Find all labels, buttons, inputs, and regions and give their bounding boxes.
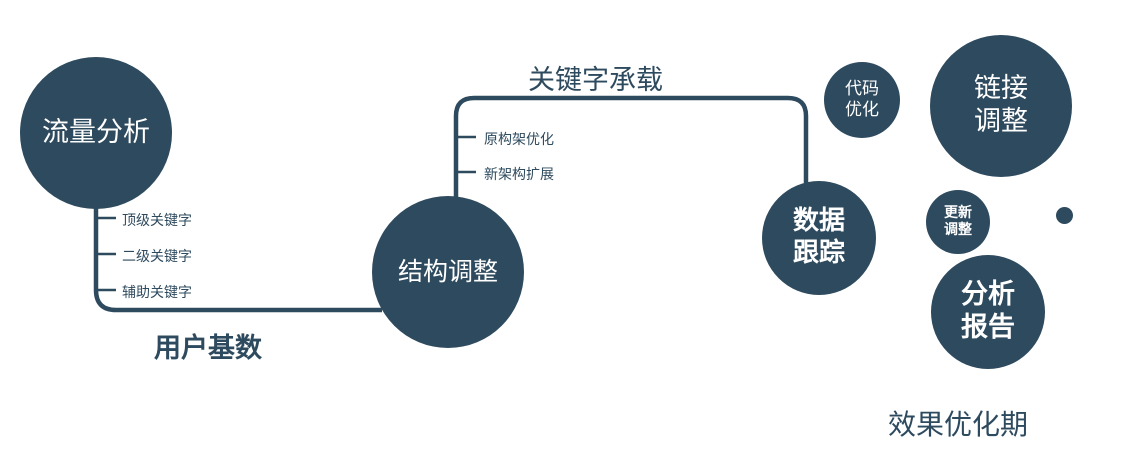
node-traffic-analysis: 流量分析 bbox=[20, 57, 172, 209]
node-structure-adjustment-label: 结构调整 bbox=[397, 256, 498, 286]
node-link-adjustment-line1: 链接 bbox=[974, 73, 1028, 105]
node-structure-adjustment: 结构调整 bbox=[372, 196, 524, 348]
branch-label-original-architecture: 原构架优化 bbox=[484, 132, 554, 148]
node-data-tracking-line1: 数据 bbox=[792, 206, 845, 237]
edge-label-keyword-bearing: 关键字承载 bbox=[528, 65, 663, 96]
node-analysis-report-line2: 报告 bbox=[961, 312, 1015, 343]
node-update-adjustment-line2: 调整 bbox=[944, 222, 972, 238]
node-analysis-report-line1: 分析 bbox=[961, 279, 1015, 311]
node-update-adjustment: 更新 调整 bbox=[926, 190, 990, 254]
branch-label-top-keywords: 顶级关键字 bbox=[122, 213, 192, 229]
node-analysis-report: 分析 报告 bbox=[931, 255, 1045, 369]
node-code-optimization-line1: 代码 bbox=[845, 79, 879, 100]
node-link-adjustment-line2: 调整 bbox=[974, 106, 1028, 137]
node-code-optimization-line2: 优化 bbox=[845, 100, 879, 120]
node-data-tracking-line2: 跟踪 bbox=[792, 238, 845, 268]
node-code-optimization: 代码 优化 bbox=[824, 62, 900, 138]
branch-label-auxiliary-keywords: 辅助关键字 bbox=[122, 285, 192, 301]
branch-label-second-keywords: 二级关键字 bbox=[122, 249, 192, 265]
node-traffic-analysis-label: 流量分析 bbox=[42, 116, 150, 148]
node-update-adjustment-line1: 更新 bbox=[944, 204, 972, 221]
node-link-adjustment: 链接 调整 bbox=[930, 35, 1072, 177]
edge-label-user-base: 用户基数 bbox=[154, 333, 262, 364]
branch-label-new-architecture: 新架构扩展 bbox=[484, 167, 554, 183]
node-small-dot bbox=[1056, 207, 1073, 224]
caption-effect-optimization-period: 效果优化期 bbox=[888, 408, 1029, 441]
connector-structure-to-tracking bbox=[453, 95, 809, 200]
node-data-tracking: 数据 跟踪 bbox=[762, 181, 876, 295]
